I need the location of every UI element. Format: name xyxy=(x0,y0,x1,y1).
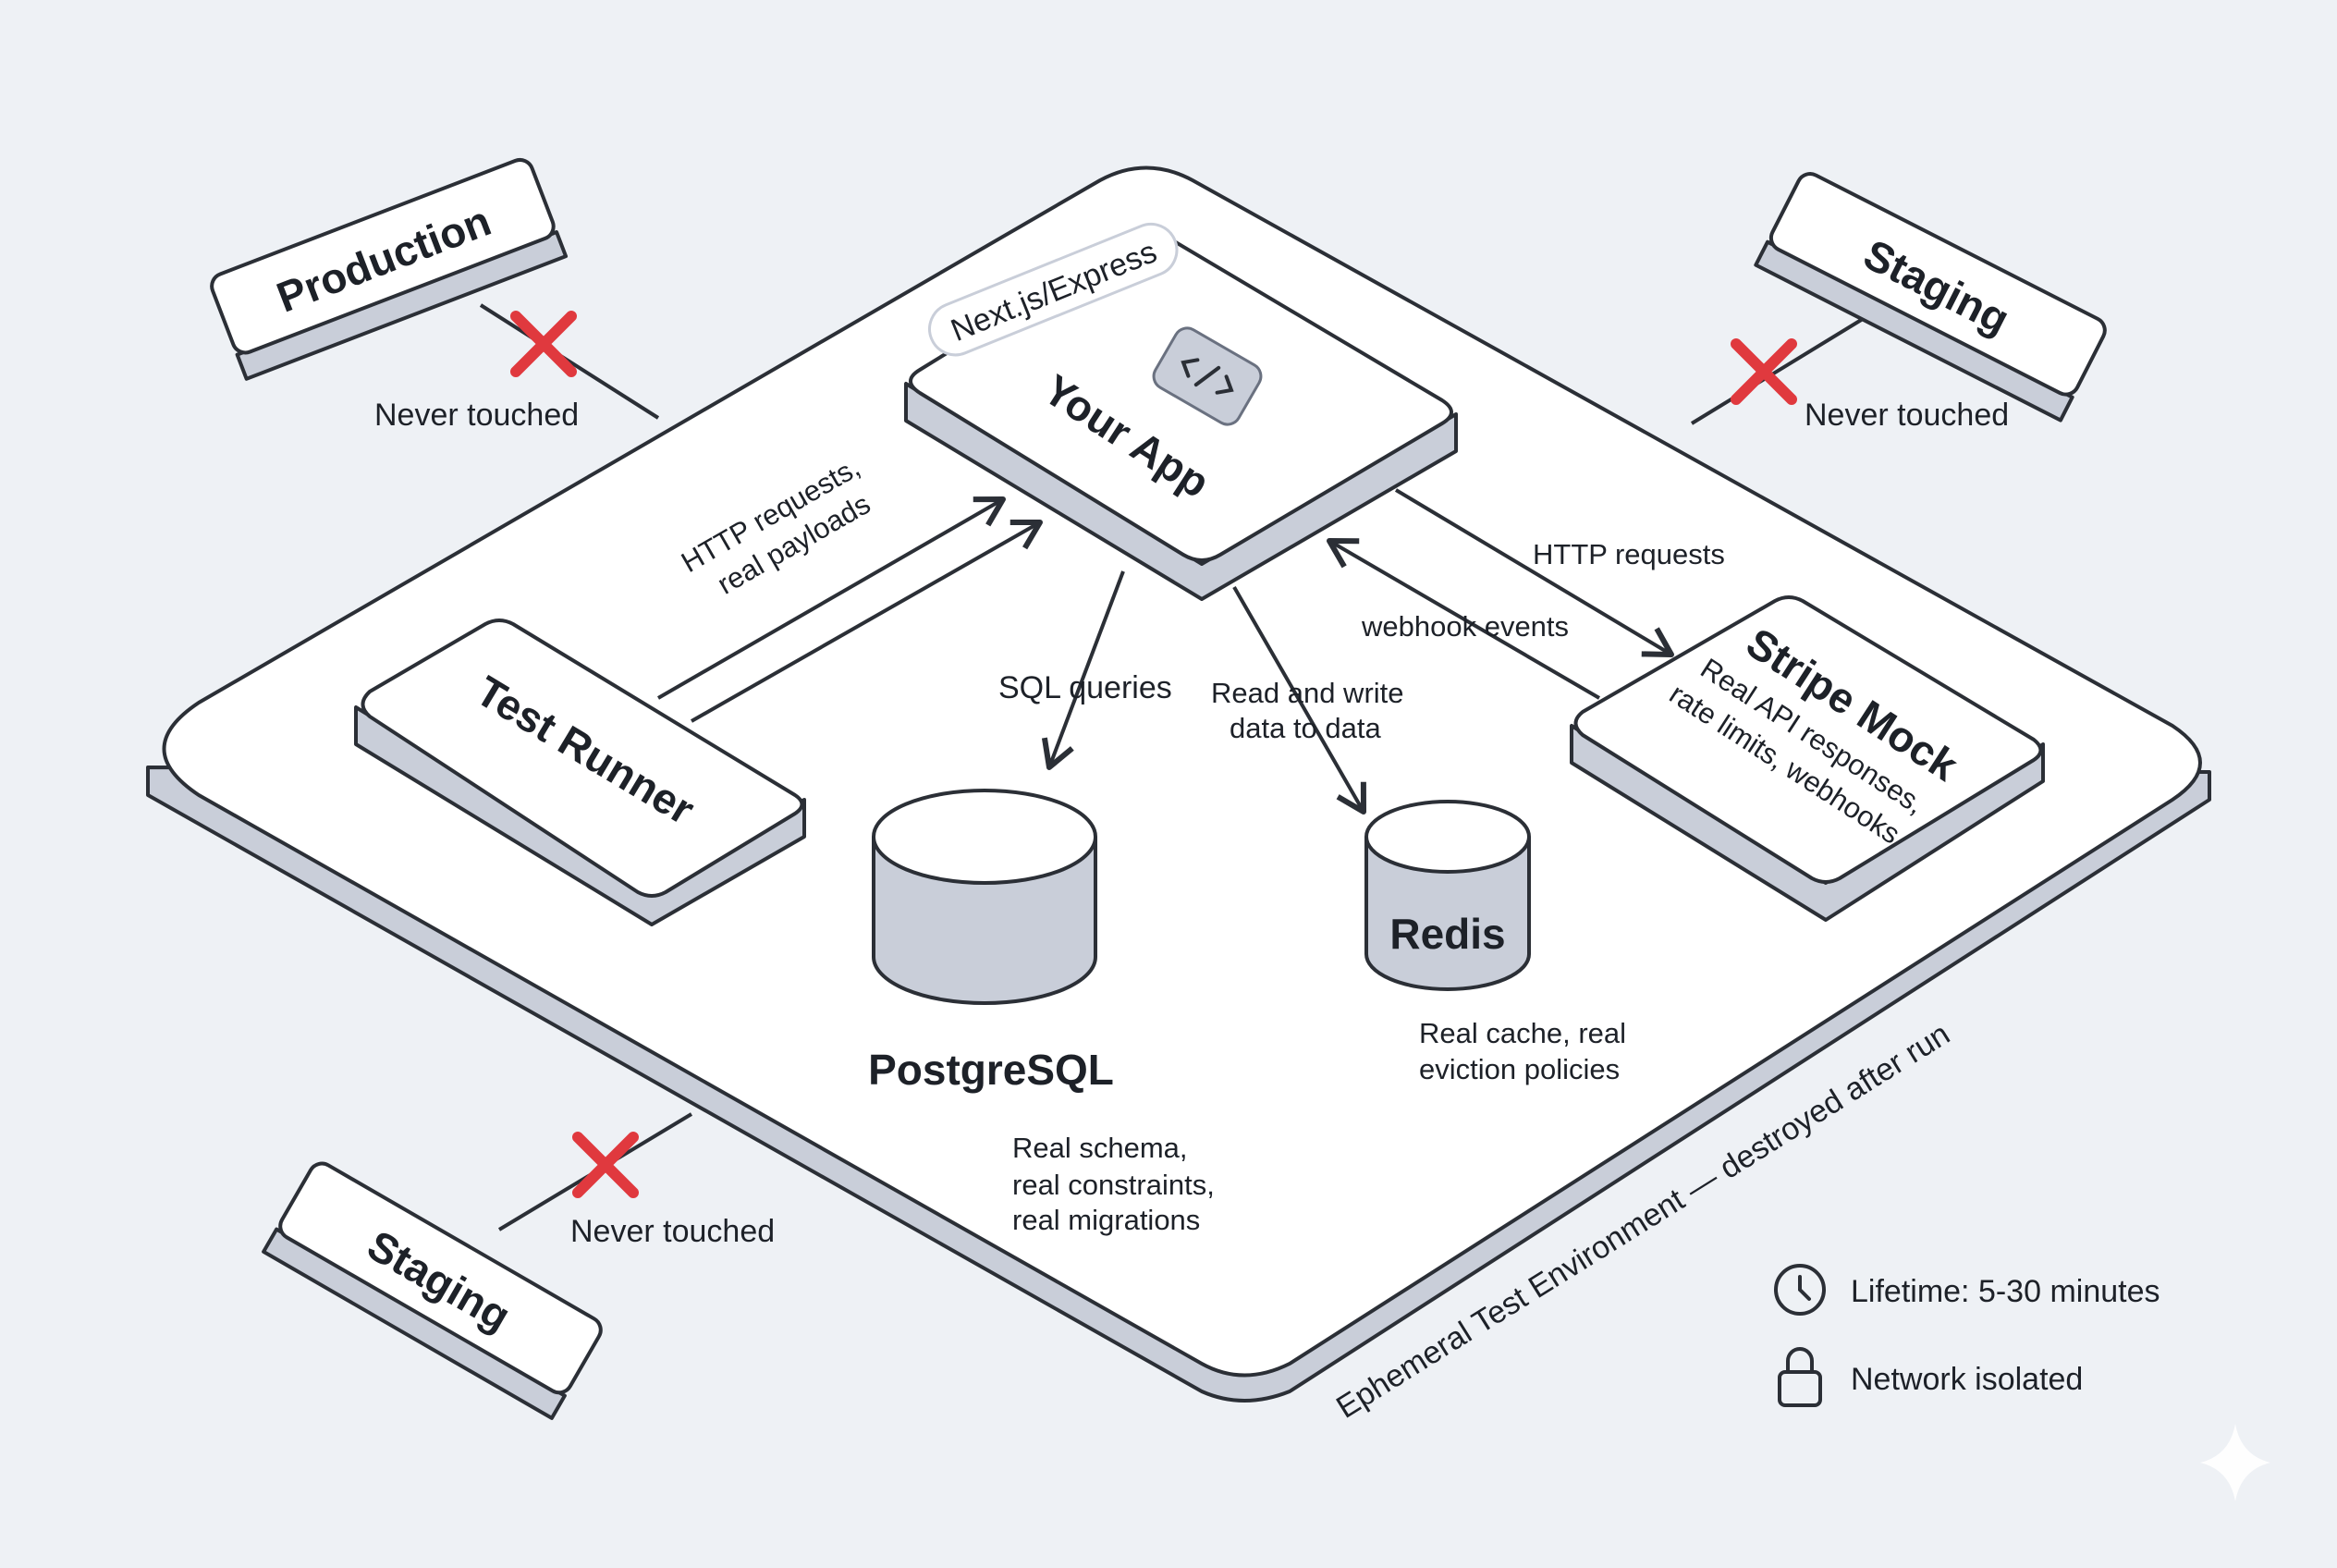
sparkle-icon xyxy=(2200,1424,2270,1501)
postgresql-label: PostgreSQL xyxy=(868,1046,1114,1094)
app-to-postgres-arrow xyxy=(1041,570,1125,770)
postgres-desc-line-2: real constraints, xyxy=(1012,1169,1215,1201)
redis-edge-label-2: data to data xyxy=(1230,712,1382,744)
lock-icon xyxy=(1778,1347,1822,1407)
stripe-http-label: HTTP requests xyxy=(1533,538,1725,570)
sql-queries-label: SQL queries xyxy=(998,670,1172,705)
cross-icon xyxy=(572,1132,639,1198)
redis-database[interactable] xyxy=(1364,800,1531,991)
app-to-redis-arrow xyxy=(1232,586,1366,815)
runner-to-app-arrow-1 xyxy=(657,496,1006,700)
app-to-stripe-arrow xyxy=(1394,488,1674,657)
redis-desc-line-1: Real cache, real xyxy=(1419,1017,1626,1049)
code-icon xyxy=(1152,326,1263,426)
lifetime-text: Lifetime: 5-30 minutes xyxy=(1851,1274,2160,1309)
staging-top-box[interactable]: Staging xyxy=(1754,169,2109,423)
webhook-arrow xyxy=(1327,538,1601,700)
never-touched-production: Never touched xyxy=(374,398,579,433)
runner-to-app-arrow-2 xyxy=(691,519,1043,723)
postgres-desc-line-3: real migrations xyxy=(1012,1204,1200,1236)
redis-edge-label-1: Read and write xyxy=(1211,677,1404,709)
stripe-mock-box[interactable]: Stripe Mock Real API responses, rate lim… xyxy=(1570,595,2045,922)
network-text: Network isolated xyxy=(1851,1362,2083,1397)
ephemeral-environment-platform xyxy=(146,165,2211,1403)
never-touched-staging-top: Never touched xyxy=(1805,398,2009,433)
redis-label: Redis xyxy=(1389,910,1505,958)
postgres-desc-line-1: Real schema, xyxy=(1012,1132,1188,1164)
clock-icon xyxy=(1774,1264,1826,1316)
webhook-events-label: webhook events xyxy=(1361,610,1569,643)
staging-top-link xyxy=(1690,317,1865,425)
postgresql-database[interactable] xyxy=(872,789,1097,1005)
cross-icon xyxy=(1731,338,1797,405)
production-box[interactable]: Production xyxy=(208,156,569,381)
production-link xyxy=(479,303,660,420)
redis-desc-line-2: eviction policies xyxy=(1419,1053,1620,1085)
cross-icon xyxy=(510,311,577,377)
never-touched-staging-bottom: Never touched xyxy=(570,1214,775,1249)
